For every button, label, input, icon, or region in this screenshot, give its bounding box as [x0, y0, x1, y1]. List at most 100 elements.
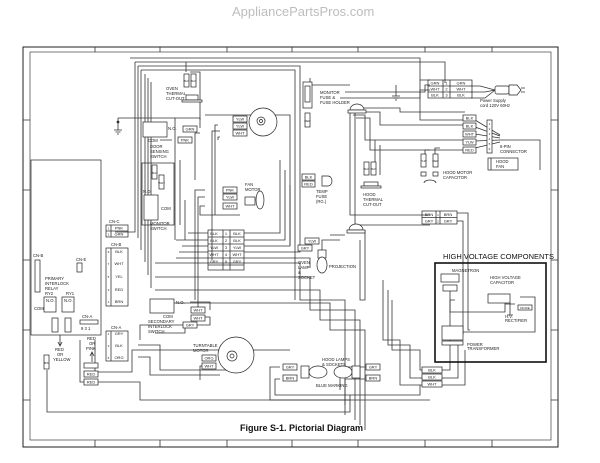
svg-text:BRN: BRN: [115, 299, 124, 304]
svg-text:SWITCH: SWITCH: [150, 226, 167, 231]
svg-text:PINK: PINK: [86, 346, 96, 351]
svg-text:GRY: GRY: [444, 219, 453, 224]
hv-components-title: HIGH VOLTAGE COMPONENTS: [443, 252, 554, 261]
svg-text:LAMP: LAMP: [298, 265, 310, 270]
svg-text:BLK: BLK: [115, 249, 123, 254]
svg-text:CN-C: CN-C: [109, 219, 119, 224]
svg-text:RED: RED: [87, 372, 96, 377]
svg-text:HOOD: HOOD: [363, 192, 376, 197]
svg-text:OR: OR: [89, 341, 95, 346]
svg-text:GRN: GRN: [431, 81, 440, 86]
svg-text:CN-E: CN-E: [76, 257, 86, 262]
svg-text:GRY: GRY: [425, 219, 434, 224]
svg-text:1: 1: [225, 231, 228, 236]
svg-text:2: 2: [225, 238, 228, 243]
svg-text:RED: RED: [87, 380, 96, 385]
svg-text:WHT: WHT: [456, 87, 466, 92]
svg-text:BLK: BLK: [152, 171, 158, 175]
control-board: CN-B CN-E PRIMARY INTERLOCK RELAY RY2 RY…: [30, 159, 102, 386]
svg-text:2: 2: [489, 127, 491, 131]
svg-text:N.O.: N.O.: [64, 298, 73, 303]
svg-text:CONNECTOR: CONNECTOR: [500, 149, 527, 154]
svg-text:COM: COM: [163, 314, 173, 319]
svg-text:POWER: POWER: [467, 342, 483, 347]
svg-text:MOTOR: MOTOR: [245, 187, 261, 192]
high-voltage-components: MAGNETRON HIGH VOLTAGE CAPACITOR DIODE H…: [434, 262, 547, 363]
svg-text:WHT: WHT: [193, 316, 203, 321]
svg-text:FAN: FAN: [245, 182, 253, 187]
svg-text:2: 2: [437, 220, 439, 224]
svg-text:BLK: BLK: [184, 79, 190, 83]
svg-text:GRY: GRY: [286, 365, 295, 370]
svg-text:DIODE: DIODE: [520, 306, 530, 310]
svg-text:3: 3: [225, 245, 228, 250]
svg-text:&: &: [298, 270, 301, 275]
svg-text:1: 1: [108, 300, 110, 304]
svg-text:H.V.: H.V.: [505, 314, 513, 319]
svg-text:GRN: GRN: [115, 232, 124, 237]
svg-text:RED: RED: [304, 182, 313, 187]
svg-text:BLK: BLK: [364, 167, 370, 171]
svg-text:3: 3: [445, 93, 448, 98]
svg-text:SENSING: SENSING: [150, 149, 169, 154]
svg-text:TEMP: TEMP: [316, 189, 328, 194]
svg-text:YLW: YLW: [210, 245, 219, 250]
svg-text:HOOD MOTOR: HOOD MOTOR: [443, 170, 472, 175]
svg-text:SWITCH: SWITCH: [150, 154, 167, 159]
svg-text:GRN: GRN: [457, 81, 466, 86]
svg-text:7: 7: [108, 262, 110, 266]
svg-text:(RG.): (RG.): [316, 199, 327, 204]
svg-text:YLW: YLW: [236, 117, 245, 122]
oven-thermal-cutout: BLK BLK OVEN THERMAL CUT-OUT: [166, 73, 203, 103]
svg-text:HIGH VOLTAGE: HIGH VOLTAGE: [490, 275, 521, 280]
svg-text:PROJECTION: PROJECTION: [329, 264, 356, 269]
svg-text:GRY: GRY: [210, 259, 219, 264]
hood-lamps-sockets: HOOD LAMPS & SOCKETS GRY BRN GRY BRN BLU…: [282, 357, 381, 388]
svg-text:YLW: YLW: [465, 140, 474, 145]
svg-text:1: 1: [108, 227, 110, 231]
svg-text:6: 6: [489, 147, 491, 151]
svg-text:BLK: BLK: [233, 238, 241, 243]
svg-text:FUSE: FUSE: [316, 194, 327, 199]
svg-text:9: 9: [108, 250, 110, 254]
svg-text:2: 2: [108, 233, 110, 237]
svg-text:9 3 1: 9 3 1: [81, 326, 91, 331]
power-plug-icon: [494, 84, 525, 96]
svg-text:RED: RED: [55, 347, 64, 352]
svg-text:SWITCH: SWITCH: [148, 329, 165, 334]
svg-text:OVEN: OVEN: [298, 260, 310, 265]
svg-text:GRN: GRN: [186, 127, 195, 132]
svg-text:INTERLOCK: INTERLOCK: [45, 281, 69, 286]
door-sensing-switch: N.O. GRN COM PNK DOOR SENSING SWITCH: [142, 121, 198, 159]
hood-light-fixture: [347, 103, 367, 114]
svg-text:5: 5: [489, 142, 491, 146]
inner-frame: [29, 51, 552, 441]
oven-lamp-socket: YLW GRY OVEN LAMP & SOCKET PROJECTION: [297, 237, 356, 280]
transformer-connector: BLK BLK WHT: [421, 366, 443, 388]
svg-text:FUSE HOLDER: FUSE HOLDER: [320, 100, 350, 105]
svg-text:BLK: BLK: [466, 124, 474, 129]
svg-text:WHT: WHT: [114, 261, 124, 266]
svg-text:PRIMARY: PRIMARY: [45, 276, 64, 281]
svg-text:GRY: GRY: [186, 323, 195, 328]
svg-text:RED: RED: [465, 148, 474, 153]
svg-text:WHT: WHT: [158, 181, 165, 185]
svg-text:1: 1: [108, 332, 110, 336]
oven-light-fixture: [346, 223, 366, 234]
svg-text:4: 4: [489, 137, 491, 141]
wiring-harness: [46, 57, 541, 430]
svg-text:TRANSFORMER: TRANSFORMER: [467, 346, 499, 351]
svg-text:N.O.: N.O.: [143, 189, 152, 194]
six-pin-connector: BLK BLK WHT YLW RED 1 2 3 4 5 6 6-PIN CO…: [462, 114, 527, 154]
svg-text:YLW: YLW: [420, 159, 426, 163]
svg-text:HOOD: HOOD: [496, 159, 509, 164]
svg-text:FUSE &: FUSE &: [320, 95, 335, 100]
svg-text:2: 2: [445, 87, 448, 92]
svg-text:GRY: GRY: [301, 246, 310, 251]
